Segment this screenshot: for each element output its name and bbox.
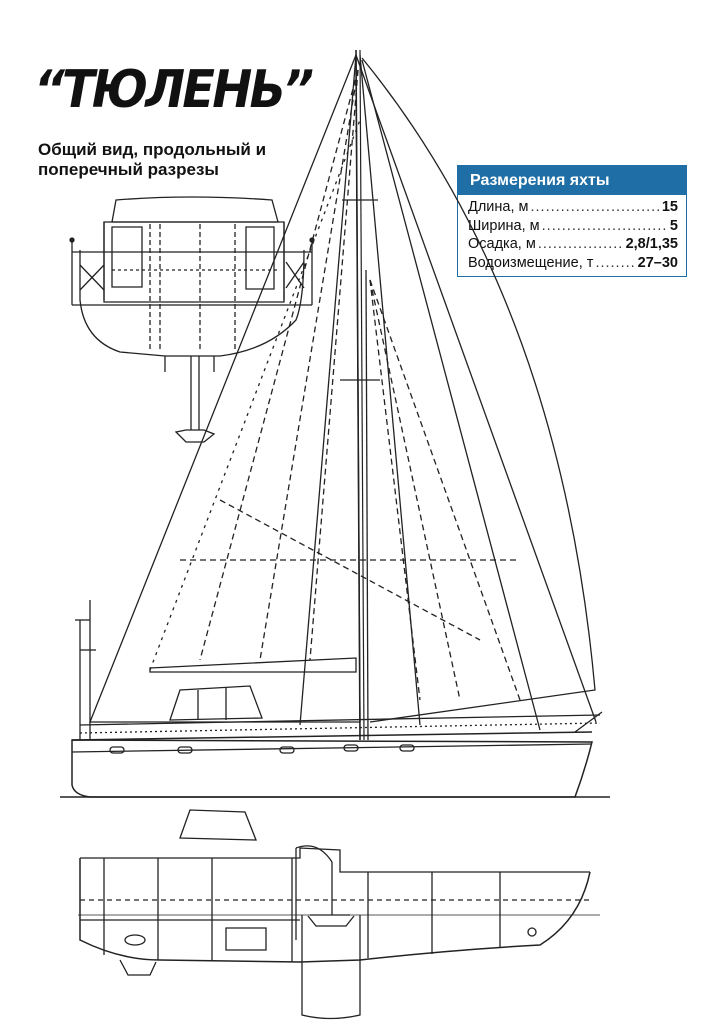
- dimension-row-length: Длина, м 15: [458, 198, 686, 217]
- dimension-value: 5: [669, 217, 678, 234]
- dimension-label: Осадка, м: [468, 236, 536, 252]
- dimension-row-beam: Ширина, м 5: [458, 217, 686, 236]
- cross-section: [70, 197, 314, 442]
- dimension-value: 27–30: [637, 254, 678, 271]
- longitudinal-section: [78, 810, 600, 1019]
- dimension-row-displacement: Водоизмещение, т 27–30: [458, 254, 686, 273]
- dimension-label: Длина, м: [468, 199, 529, 215]
- dimension-label: Ширина, м: [468, 217, 540, 234]
- dimension-label: Водоизмещение, т: [468, 254, 594, 271]
- dimensions-header: Размерения яхты: [458, 166, 686, 195]
- dimension-row-draft: Осадка, м 2,8/1,35: [458, 235, 686, 254]
- side-elevation: [60, 600, 610, 797]
- drawing-subtitle: Общий вид, продольный и поперечный разре…: [38, 140, 267, 179]
- sail-plan: [90, 50, 596, 740]
- dimension-value: 15: [661, 199, 678, 215]
- drawing-title: “ТЮЛЕНЬ”: [34, 60, 314, 120]
- dimensions-table: Размерения яхты Длина, м 15 Ширина, м 5 …: [457, 165, 687, 277]
- dimension-value: 2,8/1,35: [625, 236, 678, 252]
